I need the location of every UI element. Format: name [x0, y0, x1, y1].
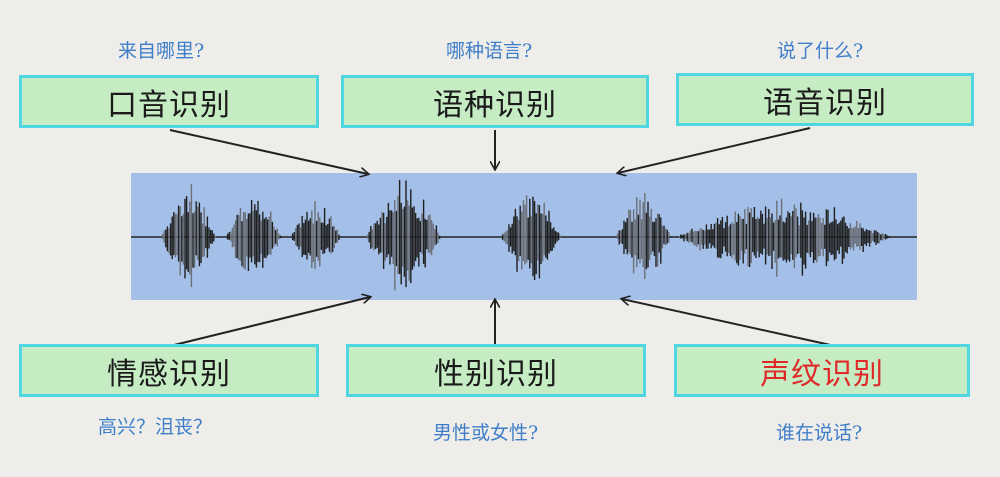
question-accent: 来自哪里? [118, 40, 205, 62]
accent-recognition-box: 口音识别 [19, 75, 319, 128]
gender-recognition-box: 性别识别 [346, 344, 646, 397]
accent-recognition-label: 口音识别 [107, 87, 231, 123]
language-recognition-box: 语种识别 [341, 75, 649, 128]
emotion-recognition-box: 情感识别 [19, 344, 319, 397]
question-speaker: 谁在说话? [776, 422, 863, 444]
gender-recognition-label: 性别识别 [434, 356, 558, 392]
arrow-accent [169, 129, 368, 174]
speech-recognition-box: 语音识别 [676, 73, 974, 126]
question-language: 哪种语言? [446, 40, 533, 62]
speech-recognition-label: 语音识别 [763, 85, 887, 121]
waveform-icon [131, 179, 917, 291]
arrow-emotion [169, 297, 370, 347]
speaker-recognition-label: 声纹识别 [760, 356, 884, 392]
arrow-speech [618, 127, 811, 173]
speaker-recognition-box: 声纹识别 [674, 344, 970, 397]
question-gender: 男性或女性? [433, 422, 539, 444]
question-content: 说了什么? [777, 40, 864, 62]
arrow-speaker [622, 299, 836, 347]
question-emotion: 高兴？沮丧？ [98, 416, 213, 438]
language-recognition-label: 语种识别 [433, 87, 557, 123]
emotion-recognition-label: 情感识别 [107, 356, 231, 392]
speech-waveform [131, 173, 917, 300]
